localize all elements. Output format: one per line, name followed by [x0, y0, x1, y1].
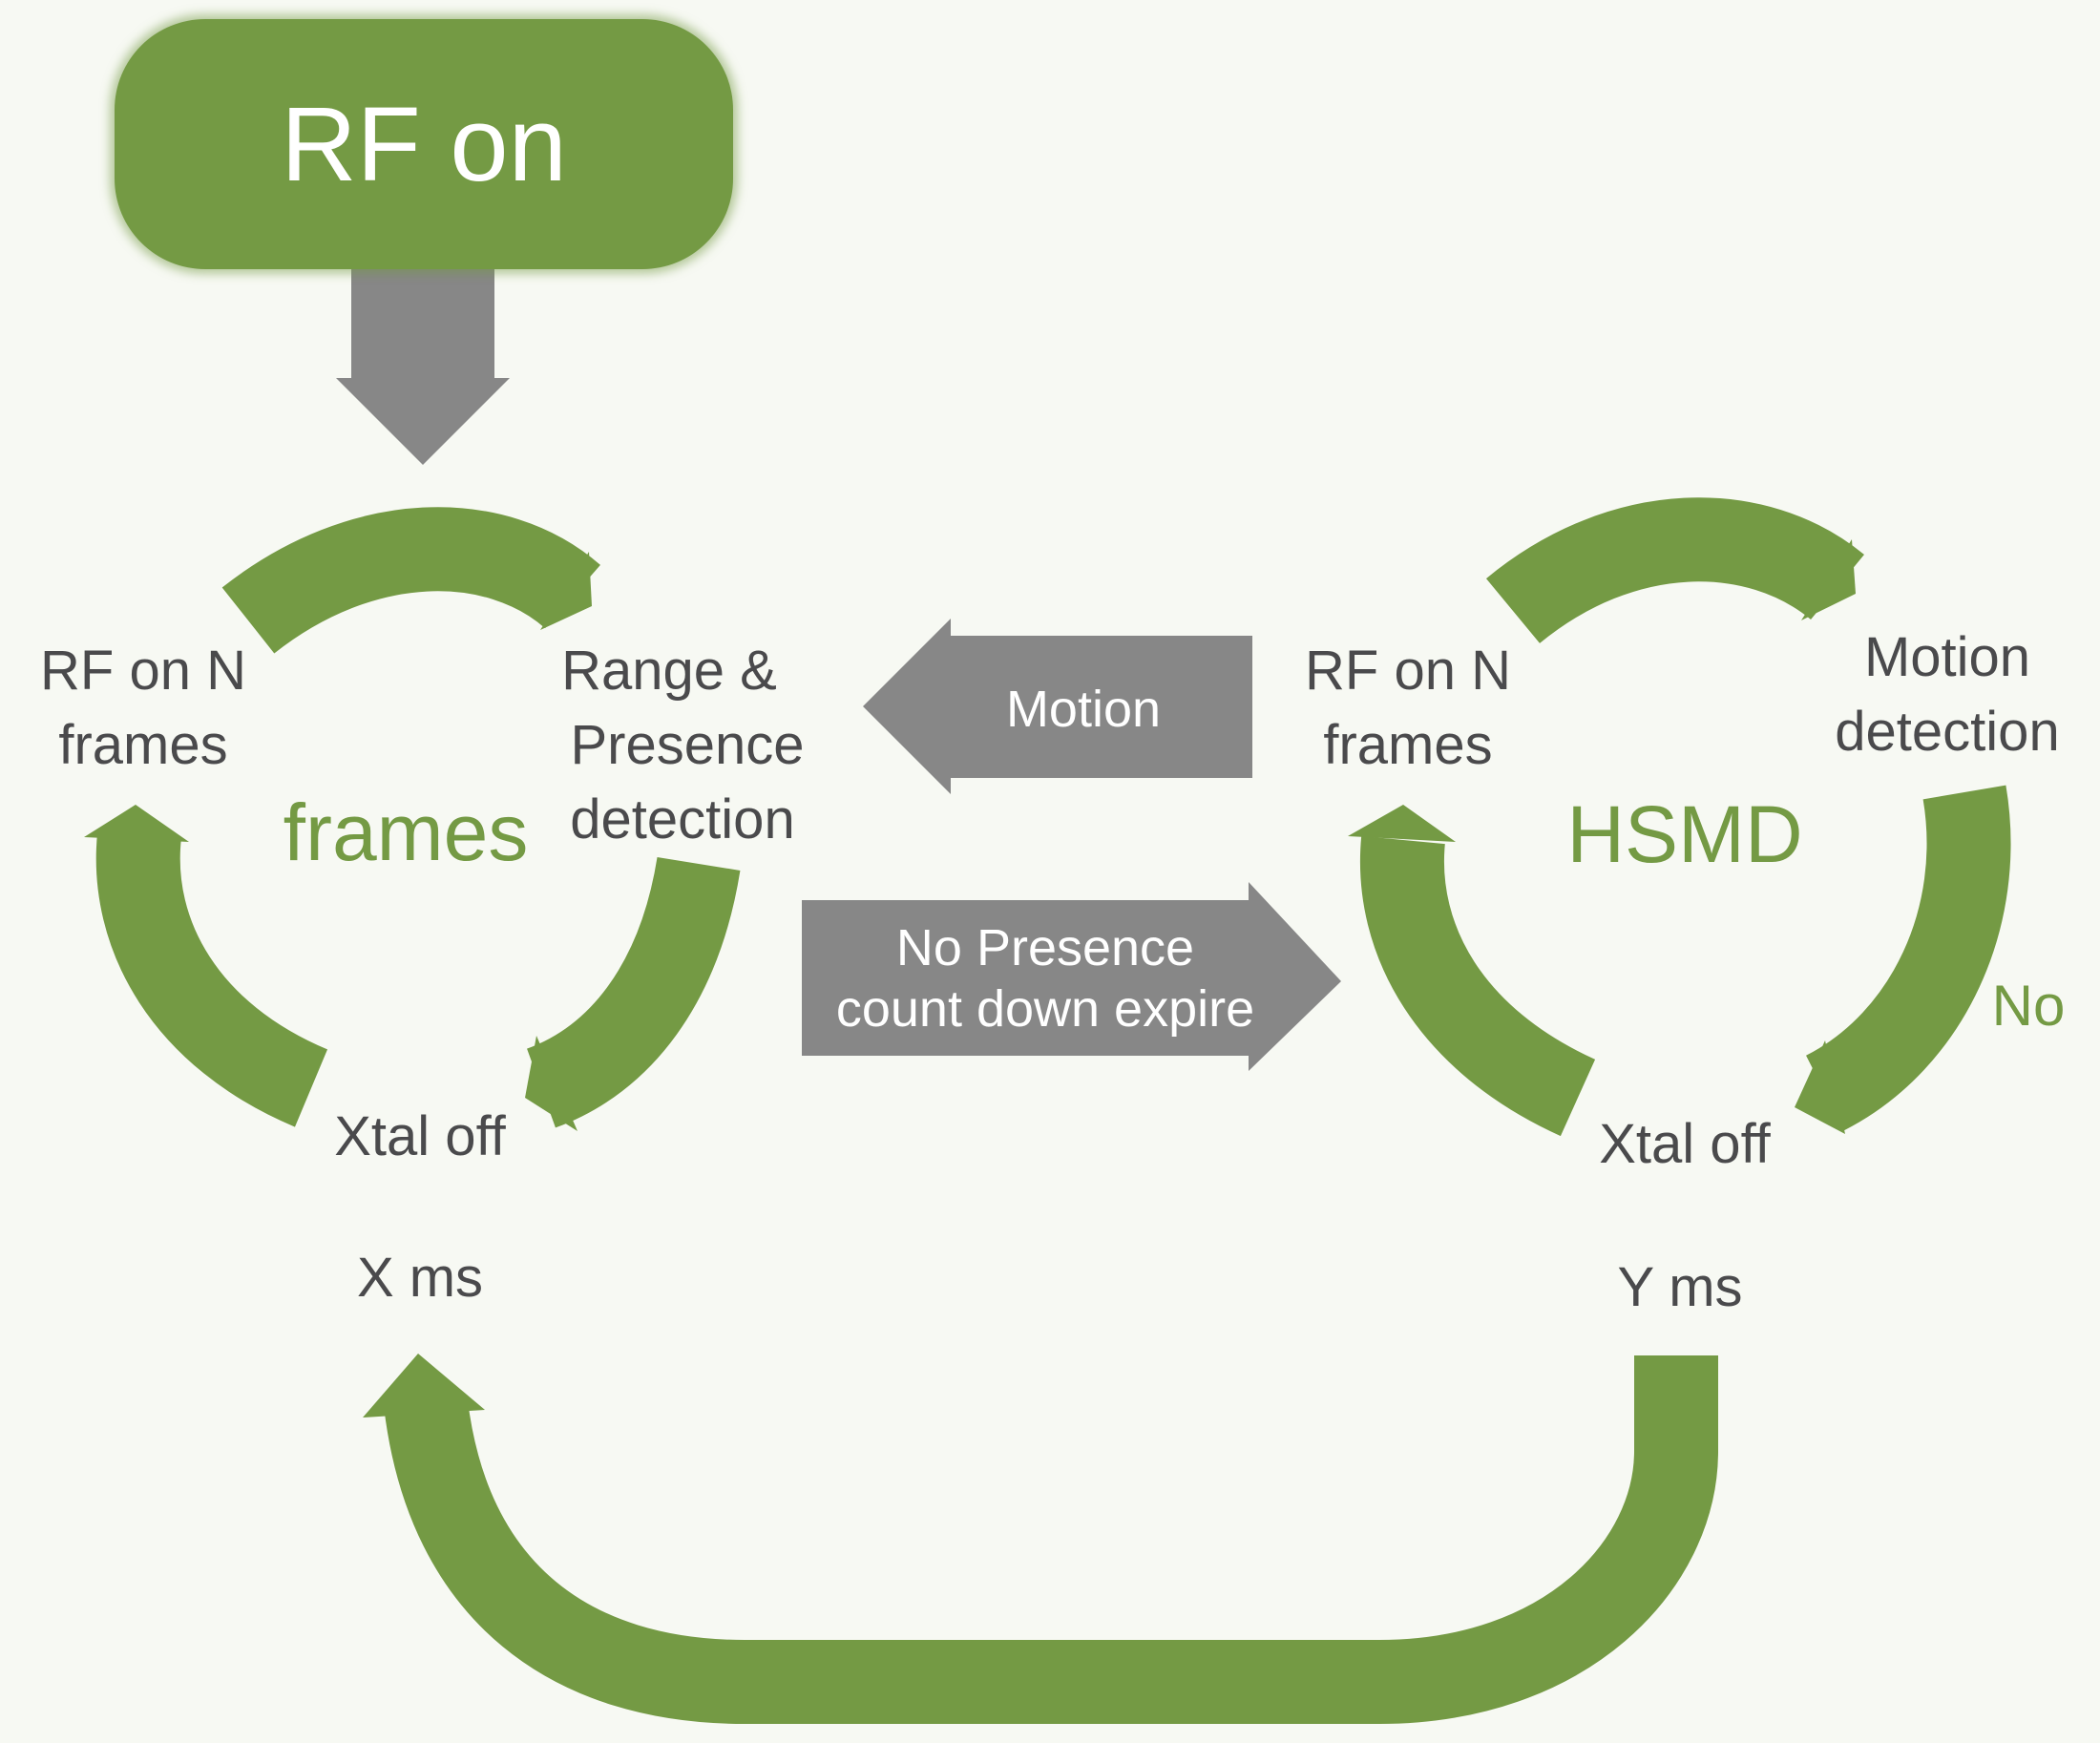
right-detection-line-1: Motion: [1863, 626, 2031, 688]
no-branch-label: No: [1991, 974, 2066, 1038]
no-presence-transition-label: No Presence count down expire: [811, 917, 1279, 1040]
no-presence-line-2: count down expire: [835, 980, 1255, 1038]
motion-transition-arrow: [863, 619, 1252, 794]
left-xtal-off-label: Xtal off: [334, 1105, 506, 1167]
motion-transition-label: Motion: [1005, 681, 1162, 738]
right-cycle-left-arrow: [1360, 835, 1596, 1137]
right-rf-on-label: RF on N frames: [1284, 634, 1532, 783]
left-cycle-right-arrow: [525, 856, 741, 1128]
no-presence-line-1: No Presence: [895, 919, 1195, 976]
left-cycle-left-arrowhead: [84, 805, 189, 842]
left-detection-line-1: Range &: [561, 640, 777, 702]
left-rf-on-line-2: frames: [58, 714, 228, 776]
right-rf-on-line-2: frames: [1323, 714, 1493, 776]
left-detection-line-3: detection: [570, 788, 795, 850]
no-presence-transition-arrow: [802, 882, 1341, 1071]
start-down-arrow: [336, 269, 510, 465]
right-cycle-left-arrowhead: [1348, 805, 1456, 842]
right-cycle-right-arrow: [1804, 785, 2011, 1131]
left-cycle-right-arrowhead: [525, 1036, 578, 1131]
left-detection-label: Range & Presence detection: [535, 634, 840, 857]
left-cycle-top-arrow: [221, 507, 600, 654]
return-loop-arrowhead: [363, 1354, 485, 1418]
right-rf-on-line-1: RF on N: [1305, 640, 1511, 702]
left-rf-on-line-1: RF on N: [40, 640, 246, 702]
right-cycle-title: HSMD: [1566, 789, 1803, 879]
start-rf-on-box: RF on: [115, 19, 733, 269]
right-cycle-top-arrowhead: [1801, 539, 1856, 620]
right-xtal-off-label: Xtal off: [1599, 1113, 1771, 1175]
left-cycle-left-arrow: [95, 830, 328, 1127]
left-cycle-top-arrowhead: [540, 552, 592, 630]
right-cycle-top-arrow: [1485, 497, 1864, 644]
left-detection-line-2: Presence: [570, 714, 805, 776]
right-detection-line-2: detection: [1835, 701, 2060, 763]
left-rf-on-label: RF on N frames: [19, 634, 267, 783]
right-cycle-right-arrowhead: [1795, 1040, 1845, 1134]
right-detection-label: Motion detection: [1809, 620, 2086, 769]
right-duration-label: Y ms: [1617, 1256, 1743, 1318]
return-loop-arrow: [384, 1355, 1718, 1724]
left-duration-label: X ms: [356, 1247, 484, 1309]
left-cycle-title: frames: [283, 788, 529, 877]
